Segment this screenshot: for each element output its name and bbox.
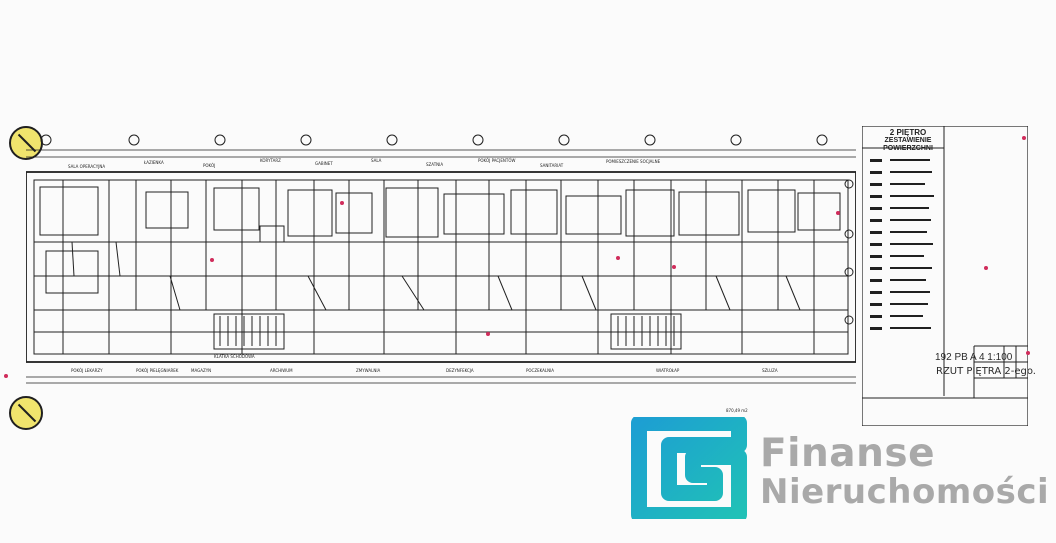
room-label: SANITARIAT [540, 163, 564, 168]
room-label: KLATKA SCHODOWA [214, 354, 255, 359]
legend-title: 2 PIĘTRO ZESTAWIENIE POWIERZCHNI [864, 128, 952, 152]
pink-dot [1022, 136, 1026, 140]
sheet-code: PB [954, 352, 968, 363]
sheet-heading: 2 PIĘTRO [889, 128, 927, 137]
sheet-scale: 1:100 [987, 352, 1013, 363]
room-label: DEZYNFEKCJA [446, 368, 474, 373]
room-label: SALA OPERACYJNA [68, 164, 105, 169]
room-label: POMIESZCZENIE SOCJALNE [606, 159, 661, 164]
room-label: SZATNIA [426, 162, 443, 167]
room-label: KORYTARZ [260, 158, 281, 163]
brand-logo [631, 417, 747, 519]
pink-dot [836, 211, 840, 215]
pink-dot [984, 266, 988, 270]
room-label: SZLUZA [762, 368, 778, 373]
room-label: GABINET [315, 161, 333, 166]
room-label: MAGAZYN [191, 368, 211, 373]
room-label: POKÓJ PACJENTÓW [478, 158, 515, 163]
sheet-label-b: 4 [978, 352, 985, 363]
room-label: POKÓJ PIELĘGNIAREK [136, 368, 179, 373]
room-label: POKÓJ [203, 163, 215, 168]
room-label: ZMYWALNIA [356, 368, 381, 373]
room-label: SALA [371, 158, 382, 163]
sheet-label-a: A [970, 352, 977, 363]
sheet-number-value: 192 [935, 352, 952, 363]
sheet-number: 192 PB A 4 1:100 [935, 352, 1012, 363]
pink-dot [672, 265, 676, 269]
brand-name-line-1: Finanse [760, 431, 936, 476]
sheet-title: RZUT PIĘTRA 2-ego. [936, 366, 1036, 377]
sheet-subheading: ZESTAWIENIE POWIERZCHNI [883, 137, 933, 152]
pink-dot [616, 256, 620, 260]
room-label: POCZEKALNIA [526, 368, 554, 373]
area-total: 870,49 m2 [726, 408, 748, 413]
room-label: WIATROŁAP [656, 368, 680, 373]
legend-table [862, 126, 1028, 426]
pink-dot [4, 374, 8, 378]
room-label: ARCHIWUM [270, 368, 293, 373]
pink-dot [1026, 351, 1030, 355]
north-mark-icon [9, 396, 43, 430]
pink-dot [486, 332, 490, 336]
north-mark-icon [9, 126, 43, 160]
pink-dot [340, 201, 344, 205]
room-label: POKÓJ LEKARZY [71, 368, 103, 373]
brand-name-line-2: Nieruchomości [760, 472, 1050, 512]
pink-dot [210, 258, 214, 262]
floor-plan: SALA OPERACYJNA ŁAZIENKA POKÓJ KORYTARZ … [26, 134, 856, 413]
room-label: ŁAZIENKA [143, 160, 164, 165]
